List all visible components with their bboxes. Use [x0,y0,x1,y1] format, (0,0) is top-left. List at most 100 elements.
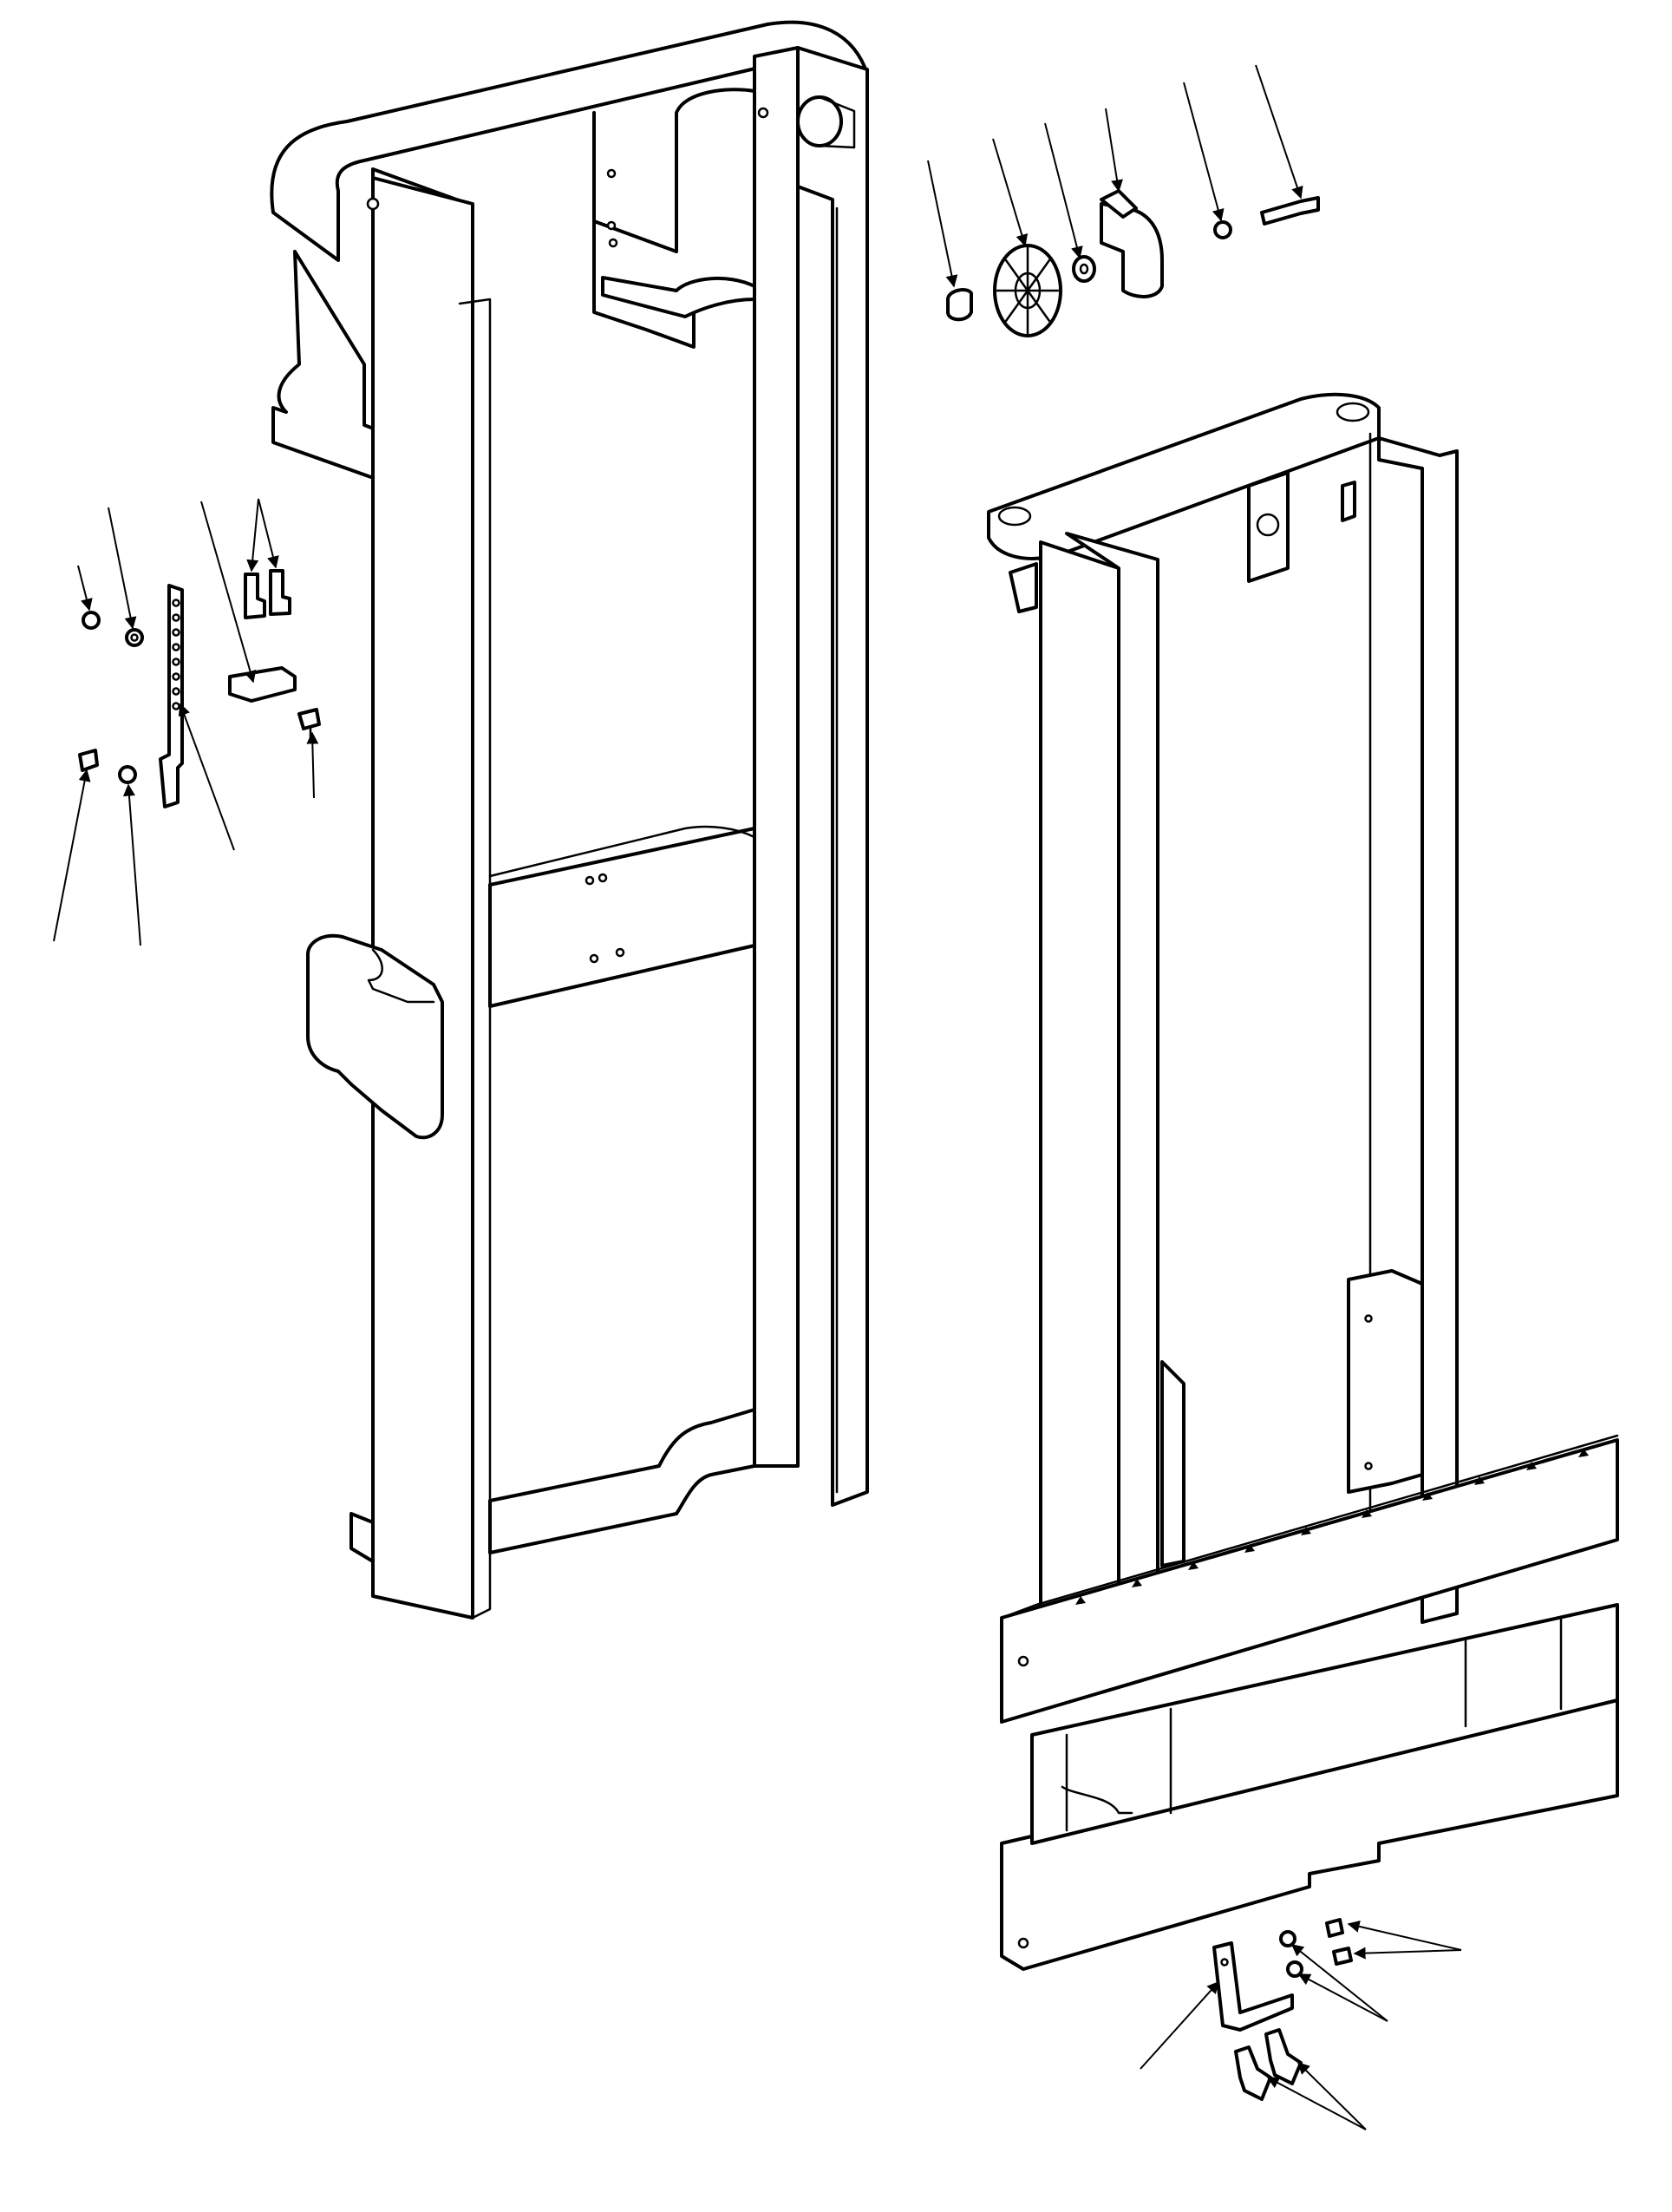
leader-line [1140,1980,1219,2070]
crossmember-hole [598,873,608,883]
leader-line [200,501,257,684]
mast-pivot-pin-body [818,95,856,149]
fork-carriage-upper-bar [1000,1438,1619,1724]
inner-mast-rail-hole [1364,1314,1373,1323]
strip-hole [172,672,180,681]
inner-mast-side-block [1341,481,1356,522]
leader-line [108,507,137,630]
callout-leaders [53,64,1462,2130]
leader-line [178,703,235,851]
outer-mast-right-channel [753,46,800,1468]
leader-line [77,565,93,612]
carriage-hole [1017,1655,1029,1667]
fork-carriage [1000,1434,1619,1971]
leader-line [53,769,91,942]
bolt-4 [1332,1947,1353,1966]
mast-hole [606,168,617,179]
outer-mast-lower-crossmember [488,1408,756,1554]
roller-kit [946,189,1320,337]
sensor-connector-3 [1234,2045,1272,2101]
fork-carriage-side-pocket [1061,1785,1133,1815]
strip-hole [172,628,180,637]
angle-bracket [1212,1941,1294,2032]
outer-mast-left-channel [371,176,474,1620]
outer-mast-middle-crossmember [488,827,756,1008]
strip-hole [172,599,180,607]
leader-line [122,783,141,946]
leader-line [1255,64,1303,200]
roller-retainer-tab [1100,189,1138,219]
perforated-strip-bracket [159,584,184,808]
leader-line [1105,108,1123,193]
fork-carriage-upper-bar-top [1000,1434,1619,1620]
sensor-connector-2 [269,569,291,616]
carriage-hole [1017,1937,1029,1949]
leader-line [1297,1973,1388,2022]
inner-mast-top-crossbar [987,392,1381,560]
leader-line [258,498,279,569]
leader-line [927,160,958,288]
strip-hole [172,643,180,651]
washer-2 [118,765,137,784]
inner-mast [987,392,1459,1624]
outer-mast-top-crossbar [270,20,869,262]
roller-retainer-plate [1100,202,1164,298]
leader-line [1044,122,1083,259]
mast-hole [606,220,617,231]
washer-1-hole [130,633,139,642]
inner-mast-plate-hole [1256,513,1280,537]
bolt-2 [297,708,321,730]
outer-mast-foot [349,1512,375,1563]
sensor-kit-bottom [1212,1918,1353,2101]
washer-4 [1286,1960,1303,1978]
roller-shaft [946,288,973,322]
strip-hole [172,702,180,710]
inner-mast-rail-hole [1364,1462,1373,1470]
crossmember-hole [585,875,595,886]
leader-line [306,731,319,799]
hex-nut-1 [82,611,101,630]
crossmember-hole [589,953,599,964]
fork-carriage-lower-bar [1000,1698,1619,1971]
sensor-mount-plate [228,666,297,703]
leader-line [1266,2077,1367,2130]
leader-line [1290,1944,1388,2022]
strip-hole [172,613,180,622]
sensor-connector-1 [244,573,266,619]
outer-mast-upper-bracket-slot [601,276,756,318]
roller-nut [1213,220,1232,239]
leader-line [1297,2062,1367,2130]
inner-mast-left-channel [1039,540,1120,1624]
angle-bracket-hole [1220,1958,1229,1967]
sensor-kit-left [78,569,321,808]
strip-hole [172,687,180,696]
fork-carriage-backplate-windows [1065,1616,1563,1832]
mast-hole [366,197,380,211]
leader-line [1183,82,1225,222]
mast-pivot-pin [796,95,843,147]
roller-spacer-hole [1079,263,1089,275]
sensor-connector-4 [1264,2028,1303,2085]
roller-pin [1260,196,1320,226]
inner-mast-rail-block [1347,1269,1424,1494]
leader-line [1347,1921,1462,1951]
mast-hole [757,107,769,119]
outer-mast [270,20,869,1620]
outer-mast-middle-crossmember-top [488,825,756,878]
outer-mast-right-channel-flange [831,198,839,1507]
inner-mast-right-channel [1377,436,1459,1624]
outer-mast-tilt-bracket-face [367,948,435,1004]
inner-mast-top-hole [997,506,1032,527]
inner-mast-chain-anchor [1009,562,1038,613]
inner-mast-guide [1160,1360,1185,1567]
mast-hole [608,238,618,248]
crossmember-hole [615,947,625,958]
outer-mast-tilt-bracket [306,933,444,1140]
leader-line [992,138,1029,247]
roller-wheel-spokes [996,245,1060,336]
fork-carriage-backplate [1030,1603,1619,1845]
washer-3 [1279,1930,1296,1947]
leader-line [246,498,259,573]
strip-hole [172,658,180,666]
